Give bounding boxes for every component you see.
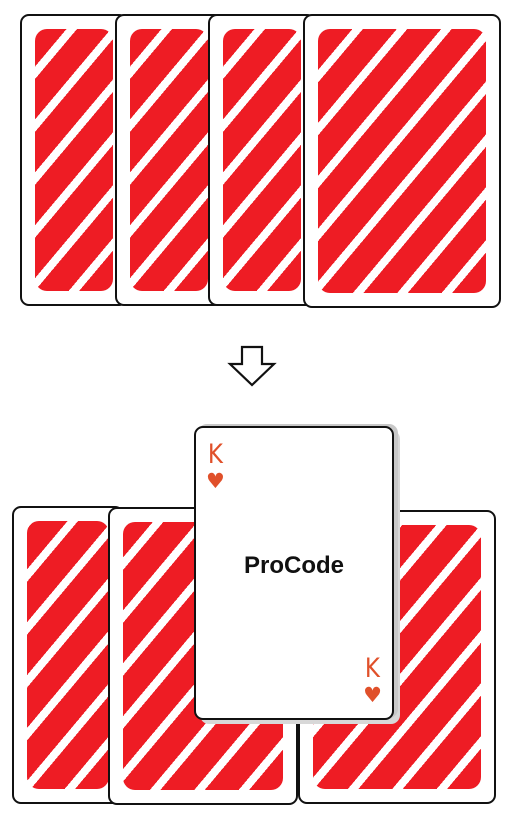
card-back-3[interactable] bbox=[208, 14, 316, 306]
card-rank: K bbox=[365, 653, 381, 684]
card-corner-top-left: K ♥ bbox=[206, 441, 225, 492]
card-back-5[interactable] bbox=[12, 506, 124, 804]
heart-suit-icon: ♥ bbox=[363, 683, 382, 707]
card-back-pattern bbox=[35, 29, 113, 291]
card-back-pattern bbox=[130, 29, 208, 291]
card-back-pattern bbox=[27, 521, 109, 789]
revealed-king-card[interactable]: K ♥ ProCode K ♥ bbox=[194, 426, 394, 720]
card-back-1[interactable] bbox=[20, 14, 128, 306]
card-brand-text: ProCode bbox=[243, 552, 344, 579]
card-back-2[interactable] bbox=[115, 14, 223, 306]
card-back-pattern bbox=[223, 29, 301, 291]
card-back-4[interactable] bbox=[303, 14, 501, 308]
card-rank: K bbox=[207, 439, 223, 470]
heart-suit-icon: ♥ bbox=[206, 469, 225, 493]
card-back-pattern bbox=[318, 29, 486, 293]
card-back-7[interactable] bbox=[298, 510, 496, 804]
card-corner-bottom-right: K ♥ bbox=[363, 655, 382, 706]
down-arrow-icon bbox=[227, 345, 277, 387]
